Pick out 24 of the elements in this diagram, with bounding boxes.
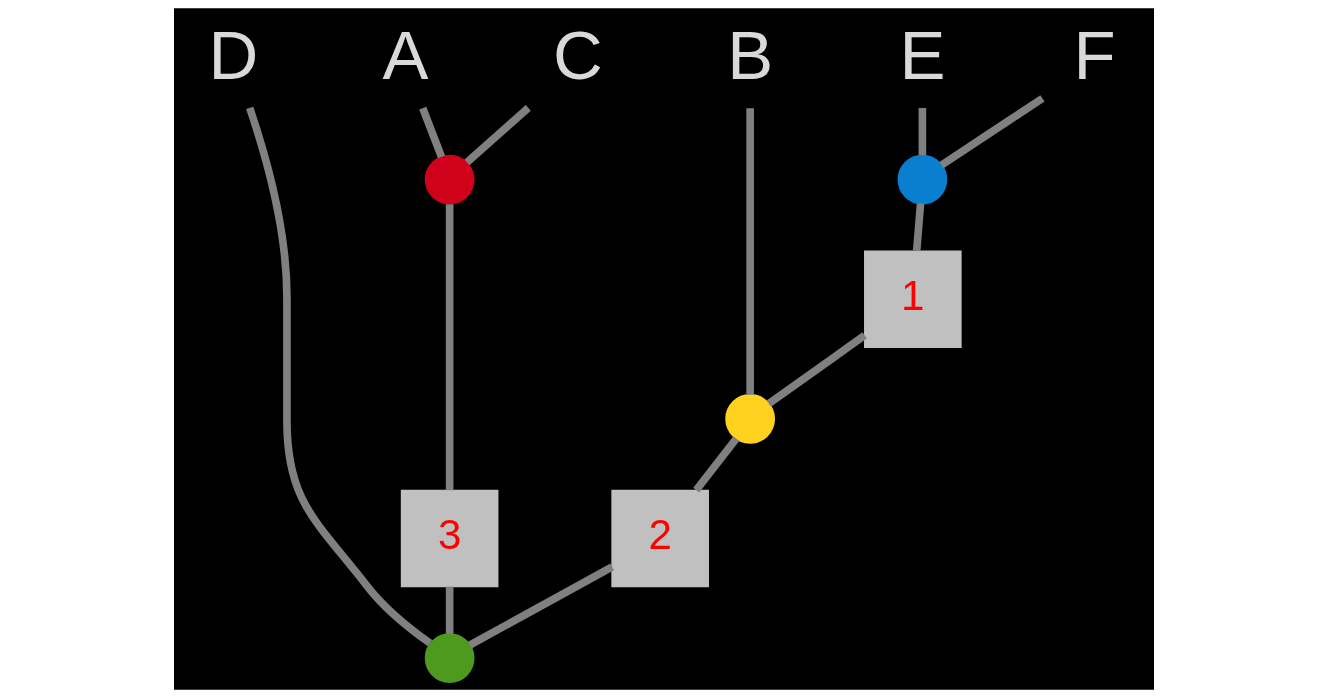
connector xyxy=(692,436,739,493)
node-text: C xyxy=(552,16,603,94)
connector xyxy=(245,106,432,647)
node-text: A xyxy=(382,16,429,94)
connector xyxy=(938,95,1045,169)
node-circle xyxy=(897,154,947,205)
node-box: 1 xyxy=(863,250,962,349)
node-text: D xyxy=(207,16,258,94)
node-text: F xyxy=(1073,16,1116,94)
node-text: B xyxy=(726,16,773,94)
node-circle xyxy=(424,633,474,683)
node-box: 3 xyxy=(400,489,498,588)
connector xyxy=(445,204,453,491)
node-box: 2 xyxy=(610,489,709,588)
node-circle xyxy=(724,394,775,444)
connector xyxy=(463,105,531,166)
connector xyxy=(912,203,924,252)
connector xyxy=(418,106,445,159)
connector xyxy=(445,586,453,634)
connector xyxy=(918,107,926,156)
node-text: E xyxy=(898,16,945,94)
connector xyxy=(766,332,867,407)
connector xyxy=(467,563,614,649)
node-circle xyxy=(424,154,474,205)
